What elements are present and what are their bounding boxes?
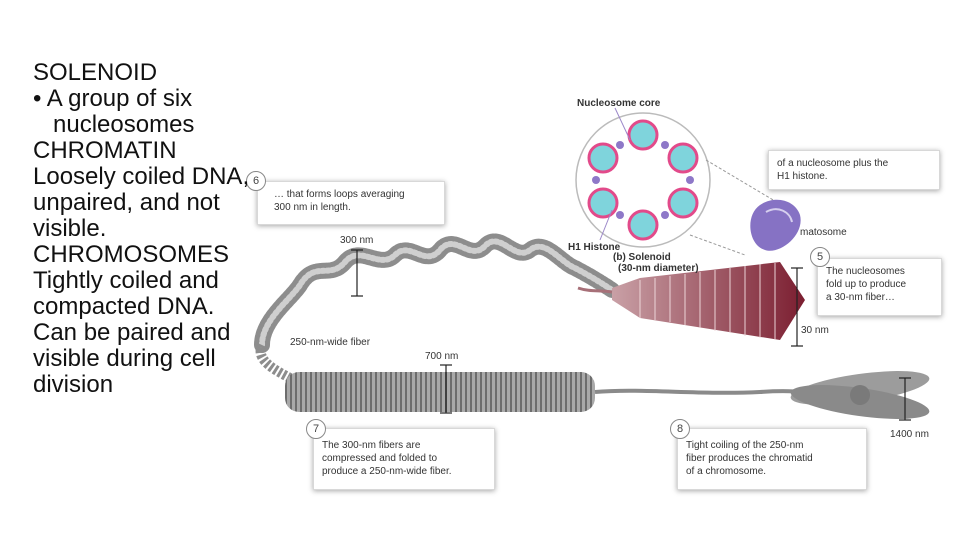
step-5-badge: 5	[810, 247, 830, 267]
slide-text-line: visible during cell	[33, 345, 216, 372]
slide-text-line: division	[33, 371, 114, 398]
slide-text-line: CHROMATIN	[33, 137, 177, 164]
h1-histone-label: H1 Histone	[568, 242, 621, 253]
slide-text-line: compacted DNA.	[33, 293, 215, 320]
nm300-label: 300 nm	[340, 235, 374, 246]
callout-text-line: The 300-nm fibers are	[322, 440, 421, 451]
callout-text-line: of a nucleosome plus the	[777, 158, 889, 169]
callout-text-line: a 30-nm fiber…	[826, 292, 895, 303]
solenoid-title-label: (b) Solenoid	[613, 252, 671, 263]
compressed-fiber	[285, 372, 821, 412]
fiber250-label: 250-nm-wide fiber	[290, 337, 371, 348]
step-7-badge: 7	[306, 419, 326, 439]
callout-text-line: Tight coiling of the 250-nm	[686, 440, 804, 451]
dimension-markers	[351, 249, 911, 421]
callout-7: The 300-nm fibers are compressed and fol…	[313, 428, 495, 490]
nm700-label: 700 nm	[425, 351, 459, 362]
slide-text-line: CHROMOSOMES	[33, 241, 230, 268]
nucleosome-core-label: Nucleosome core	[577, 98, 661, 109]
solenoid-sub-label: (30-nm diameter)	[618, 263, 699, 274]
step-6-badge: 6	[246, 171, 266, 191]
slide-text-line: unpaired, and not	[33, 189, 220, 216]
slide-text-line: Tightly coiled and	[33, 267, 219, 294]
slide-text-line: Can be paired and	[33, 319, 231, 346]
callout-8: Tight coiling of the 250-nm fiber produc…	[677, 428, 867, 490]
callout-text-line: 300 nm in length.	[274, 202, 351, 213]
callout-text-line: compressed and folded to	[322, 453, 438, 464]
callout-chromatosome: of a nucleosome plus the H1 histone.	[768, 150, 940, 190]
chromatosome-label: matosome	[800, 227, 847, 238]
callout-text-line: fold up to produce	[826, 279, 907, 290]
callout-text-line: … that forms loops averaging	[274, 189, 405, 200]
looped-fiber	[254, 233, 620, 383]
callout-text-line: H1 histone.	[777, 171, 828, 182]
callout-5: The nucleosomes fold up to produce a 30-…	[817, 258, 942, 316]
callout-6: … that forms loops averaging 300 nm in l…	[257, 181, 445, 225]
callout-text-line: of a chromosome.	[686, 466, 767, 477]
chromatid	[790, 371, 930, 419]
slide-text-line: nucleosomes	[53, 111, 195, 138]
slide-text-line: SOLENOID	[33, 59, 158, 86]
nucleosome-circle	[575, 107, 791, 256]
callout-text-line: produce a 250-nm-wide fiber.	[322, 466, 452, 477]
solenoid-fiber	[577, 262, 805, 340]
nm1400-label: 1400 nm	[890, 429, 929, 440]
slide-text-line: visible.	[33, 215, 107, 242]
callout-text-line: The nucleosomes	[826, 266, 905, 277]
chromatosome	[750, 199, 801, 251]
nm30-label: 30 nm	[801, 325, 829, 336]
slide-text-line: • A group of six	[33, 85, 193, 112]
step-8-badge: 8	[670, 419, 690, 439]
callout-text-line: fiber produces the chromatid	[686, 453, 813, 464]
slide-text-line: Loosely coiled DNA,	[33, 163, 250, 190]
